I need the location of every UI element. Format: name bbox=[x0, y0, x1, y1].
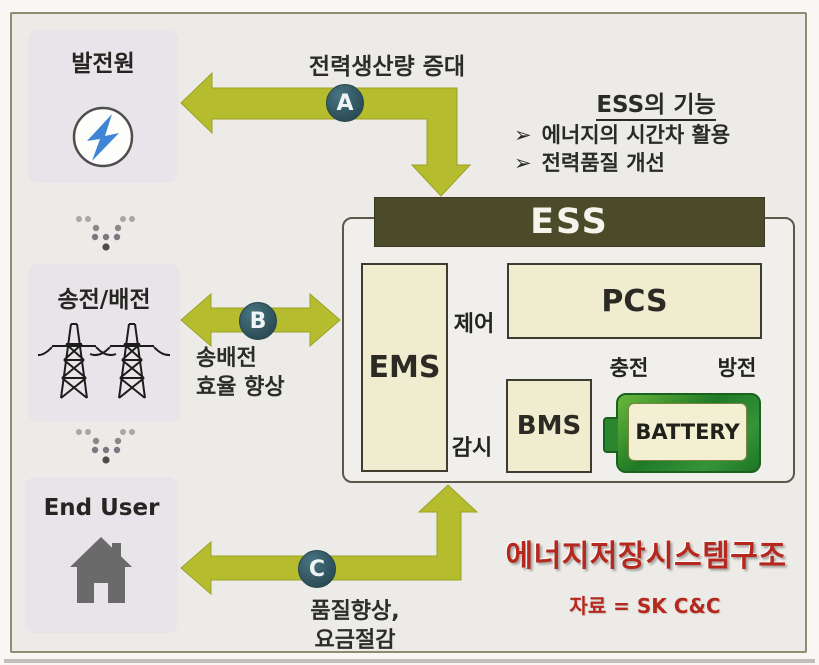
discharge-label: 방전 bbox=[717, 356, 757, 380]
dots-separator-bottom bbox=[76, 429, 135, 464]
pcs-label: PCS bbox=[601, 283, 668, 319]
generation-label: 발전원 bbox=[71, 51, 135, 77]
battery-inner-panel: BATTERY bbox=[628, 403, 747, 461]
battery-label: BATTERY bbox=[635, 420, 740, 444]
bms-box: BMS bbox=[506, 379, 592, 473]
caption-title: 에너지저장시스템구조 bbox=[505, 539, 787, 574]
node-transmission: 송전/배전 bbox=[28, 264, 180, 422]
flow-c-label-line1: 품질향상, bbox=[310, 599, 400, 624]
pcs-box: PCS bbox=[507, 263, 762, 339]
ems-box: EMS bbox=[361, 263, 448, 472]
function-item: ➢ 전력품질 개선 bbox=[514, 149, 730, 177]
function-item: ➢ 에너지의 시간차 활용 bbox=[514, 121, 730, 149]
battery-terminal bbox=[603, 417, 618, 453]
functions-title: ESS의 기능 bbox=[556, 85, 756, 121]
function-item-text: 에너지의 시간차 활용 bbox=[541, 123, 731, 147]
lightning-icon bbox=[72, 106, 134, 168]
ems-label: EMS bbox=[368, 350, 441, 385]
battery-box: BATTERY bbox=[603, 393, 761, 473]
flow-a-badge: A bbox=[326, 84, 364, 122]
control-label: 제어 bbox=[453, 312, 495, 337]
arrow-bullet-icon: ➢ bbox=[514, 151, 532, 175]
bms-label: BMS bbox=[516, 411, 582, 441]
transmission-label: 송전/배전 bbox=[57, 287, 151, 313]
node-end-user: End User bbox=[25, 477, 178, 633]
house-icon bbox=[70, 537, 132, 603]
scan-edge bbox=[4, 659, 815, 663]
node-generation: 발전원 bbox=[28, 30, 178, 183]
function-item-text: 전력품질 개선 bbox=[541, 151, 665, 175]
power-towers-icon bbox=[38, 323, 170, 399]
flow-b-badge: B bbox=[239, 302, 277, 340]
dots-separator-top bbox=[76, 216, 135, 251]
flow-b-label-line2: 효율 향상 bbox=[196, 375, 285, 400]
flow-b-label-line1: 송배전 bbox=[196, 346, 257, 371]
caption-source: 자료 = SK C&C bbox=[569, 594, 721, 618]
end-user-label: End User bbox=[43, 495, 160, 521]
charge-label: 충전 bbox=[609, 356, 649, 380]
flow-c-label: 품질향상, 요금절감 bbox=[295, 597, 415, 655]
flow-c-label-line2: 요금절감 bbox=[314, 628, 396, 653]
functions-list: ➢ 에너지의 시간차 활용 ➢ 전력품질 개선 bbox=[514, 121, 730, 177]
ess-title: ESS bbox=[530, 202, 609, 242]
ess-header-bar: ESS bbox=[374, 197, 765, 247]
flow-a-arrow bbox=[180, 71, 472, 197]
arrow-bullet-icon: ➢ bbox=[514, 123, 532, 147]
flow-c-arrow bbox=[180, 484, 479, 596]
flow-c-badge: C bbox=[298, 550, 336, 588]
flow-a-label: 전력생산량 증대 bbox=[308, 54, 466, 80]
monitor-label: 감시 bbox=[451, 436, 493, 461]
flow-b-label: 송배전 효율 향상 bbox=[196, 344, 285, 402]
